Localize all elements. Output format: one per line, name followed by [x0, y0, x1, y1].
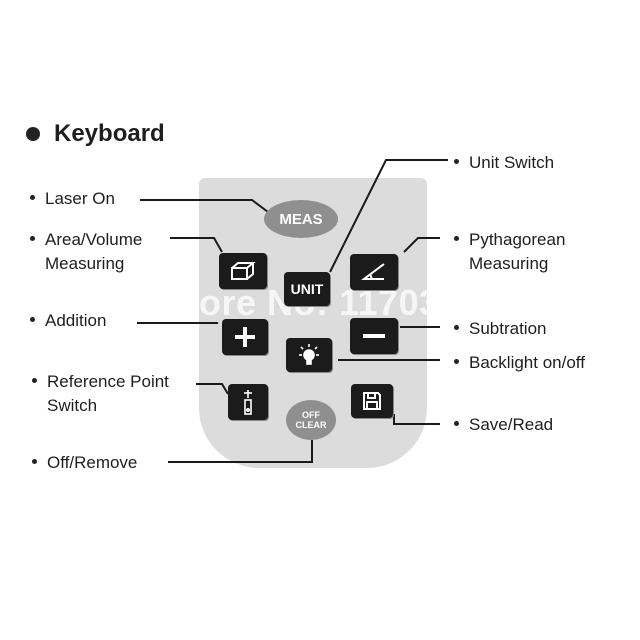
leader-line-laser-on: [140, 199, 269, 213]
triangle-icon: [361, 263, 385, 280]
area-volume-button[interactable]: [219, 253, 267, 289]
leader-line-save-read: [393, 414, 440, 425]
unit-button-label: UNIT: [290, 281, 324, 297]
off-clear-button[interactable]: OFF CLEAR: [286, 400, 336, 440]
leader-line-pythagorean: [403, 237, 440, 253]
bullet-icon: [30, 236, 35, 242]
backlight-button[interactable]: [286, 338, 332, 372]
label-pythagorean: Pythagorean Measuring: [454, 228, 565, 276]
cube-icon: [231, 262, 256, 280]
label-addition: Addition: [30, 309, 106, 333]
bullet-icon: [32, 459, 37, 465]
label-reference-point: Reference Point Switch: [32, 370, 169, 418]
minus-icon: [363, 334, 385, 338]
label-backlight: Backlight on/off: [454, 351, 585, 375]
section-heading: Keyboard: [26, 120, 165, 148]
label-subtraction: Subtration: [454, 317, 547, 341]
meas-button-label: MEAS: [279, 210, 323, 228]
label-unit-switch: Unit Switch: [454, 151, 554, 175]
lightbulb-icon: [299, 344, 319, 365]
leader-line-area-volume: [170, 237, 223, 253]
subtraction-button[interactable]: [350, 318, 398, 354]
bullet-icon: [454, 421, 459, 427]
plus-icon: [235, 327, 255, 347]
bullet-icon: [454, 159, 459, 165]
reference-point-button[interactable]: [228, 384, 268, 420]
off-label: OFF: [302, 410, 320, 420]
leader-line-reference-point: [196, 383, 229, 395]
label-off-remove: Off/Remove: [32, 451, 137, 475]
label-area-volume: Area/Volume Measuring: [30, 228, 142, 276]
bullet-icon: [26, 127, 40, 141]
bullet-icon: [454, 325, 459, 331]
unit-button[interactable]: UNIT: [284, 272, 330, 306]
leader-line-unit-switch: [329, 159, 448, 273]
bullet-icon: [30, 317, 35, 323]
bullet-icon: [30, 195, 35, 201]
clear-label: CLEAR: [295, 420, 327, 430]
floppy-disk-icon: [363, 392, 381, 410]
save-read-button[interactable]: [351, 384, 393, 418]
heading-text: Keyboard: [54, 120, 165, 147]
label-laser-on: Laser On: [30, 187, 115, 211]
leader-line-off-remove: [168, 440, 313, 463]
label-save-read: Save/Read: [454, 413, 553, 437]
addition-button[interactable]: [222, 319, 268, 355]
bullet-icon: [32, 378, 37, 384]
pythagorean-button[interactable]: [350, 254, 398, 290]
meas-button[interactable]: MEAS: [264, 200, 338, 238]
bullet-icon: [454, 236, 459, 242]
bullet-icon: [454, 359, 459, 365]
reference-point-icon: [244, 390, 252, 415]
